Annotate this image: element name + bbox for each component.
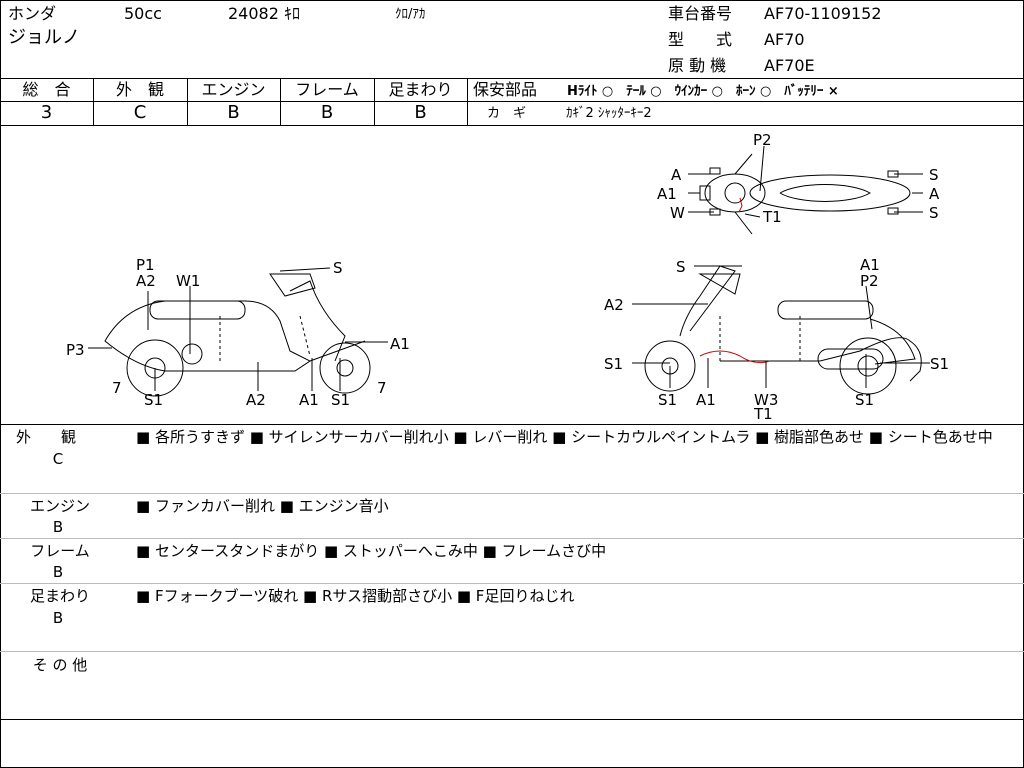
grade-total-label: 総 合	[22, 80, 71, 99]
key-info: ｶｷﾞ2 ｼｬｯﾀｰｷｰ2	[566, 106, 652, 121]
safety-parts-label: 保安部品	[473, 80, 538, 99]
diag-label: S	[333, 259, 343, 277]
diag-label: S1	[331, 391, 350, 409]
divider	[0, 538, 1024, 539]
diag-label: W3	[754, 391, 778, 409]
diag-label: A1	[657, 185, 677, 203]
frame-number-label: 車台番号	[668, 4, 733, 23]
note-suspension-text: ■ Fフォークブーツ破れ ■ Rサス摺動部さび小 ■ F足回りねじれ	[136, 587, 575, 605]
note-suspension-grade: B	[52, 609, 64, 627]
grade-frame-value: B	[320, 102, 334, 123]
grade-suspension-value: B	[414, 102, 427, 123]
divider	[0, 101, 93, 102]
displacement: 50cc	[124, 4, 162, 23]
divider	[93, 78, 94, 125]
diag-label: A2	[246, 391, 266, 409]
diag-label: P2	[860, 272, 879, 290]
key-label: カ ギ	[487, 106, 527, 121]
diag-label: S	[929, 166, 939, 184]
note-engine-text: ■ ファンカバー削れ ■ エンジン音小	[136, 497, 389, 515]
diag-label: A2	[136, 272, 156, 290]
diag-label: P3	[66, 341, 85, 359]
top-view-scooter	[699, 153, 911, 235]
diag-label: S1	[144, 391, 163, 409]
diag-label: A1	[390, 335, 410, 353]
divider	[0, 651, 1024, 652]
diag-label: S1	[658, 391, 677, 409]
diag-label: P2	[753, 131, 772, 149]
diag-label: S	[929, 204, 939, 222]
diag-label: S	[676, 258, 686, 276]
diag-label: A2	[604, 296, 624, 314]
frame-number: AF70-1109152	[764, 4, 882, 23]
grade-engine-label: エンジン	[201, 80, 266, 99]
divider	[0, 493, 1024, 494]
damage-diagram: A A1 W P2 T1 S A S P1 A2 W1 S P3 A1 7 S1…	[66, 131, 949, 423]
grade-suspension-label: 足まわり	[388, 80, 453, 99]
note-other-label: そ の 他	[32, 656, 88, 674]
note-exterior-label: 外 観	[15, 428, 76, 446]
grade-engine-value: B	[227, 102, 240, 123]
divider	[280, 78, 281, 125]
diag-label: T1	[753, 405, 773, 423]
divider	[374, 78, 375, 125]
note-exterior-text: ■ 各所うすきず ■ サイレンサーカバー削れ小 ■ レバー削れ ■ シートカウル…	[136, 428, 993, 446]
mileage: 24082 ｷﾛ	[228, 4, 300, 23]
maker: ホンダ	[8, 4, 57, 23]
engine-value: AF70E	[764, 56, 815, 75]
diag-label: S1	[855, 391, 874, 409]
note-exterior-grade: C	[52, 450, 64, 468]
diag-label: W1	[176, 272, 200, 290]
divider	[0, 125, 1024, 126]
note-engine-grade: B	[52, 518, 64, 536]
grade-total-value: 3	[40, 102, 53, 123]
safety-parts-items: Hﾗｲﾄ ○ ﾃｰﾙ ○ ｳｲﾝｶｰ ○ ﾎｰﾝ ○ ﾊﾞｯﾃﾘｰ ×	[567, 84, 839, 99]
note-engine-label: エンジン	[29, 497, 90, 515]
model-name: ジョルノ	[8, 27, 80, 48]
type-label: 型 式	[668, 30, 733, 49]
diag-label: P1	[136, 256, 155, 274]
right-view-scooter	[644, 265, 922, 395]
diag-label: A1	[299, 391, 319, 409]
diag-label: W	[670, 204, 685, 222]
divider	[467, 101, 1024, 102]
divider	[0, 583, 1024, 584]
note-frame-label: フレーム	[30, 542, 90, 560]
divider	[0, 78, 1024, 79]
left-view-scooter	[104, 273, 371, 397]
divider	[187, 78, 188, 125]
diag-label: S1	[930, 355, 949, 373]
note-frame-grade: B	[52, 563, 64, 581]
divider	[467, 78, 468, 125]
grade-frame-label: フレーム	[295, 80, 359, 99]
grade-exterior-value: C	[133, 102, 147, 123]
diag-label: A	[929, 185, 940, 203]
diag-label: A1	[696, 391, 716, 409]
divider	[0, 719, 1024, 720]
diag-label: 7	[377, 379, 387, 397]
type-value: AF70	[764, 30, 805, 49]
note-suspension-label: 足まわり	[29, 587, 90, 605]
diag-label: A	[671, 166, 682, 184]
engine-label: 原 動 機	[668, 56, 727, 75]
leader-lines	[88, 145, 930, 391]
color: ｸﾛ/ｱｶ	[395, 7, 426, 22]
grade-exterior-label: 外 観	[115, 80, 164, 99]
diag-label: A1	[860, 256, 880, 274]
note-frame-text: ■ センタースタンドまがり ■ ストッパーへこみ中 ■ フレームさび中	[136, 542, 607, 560]
divider	[0, 424, 1024, 425]
diag-label: T1	[762, 208, 782, 226]
diag-label: S1	[604, 355, 623, 373]
diag-label: 7	[112, 379, 122, 397]
